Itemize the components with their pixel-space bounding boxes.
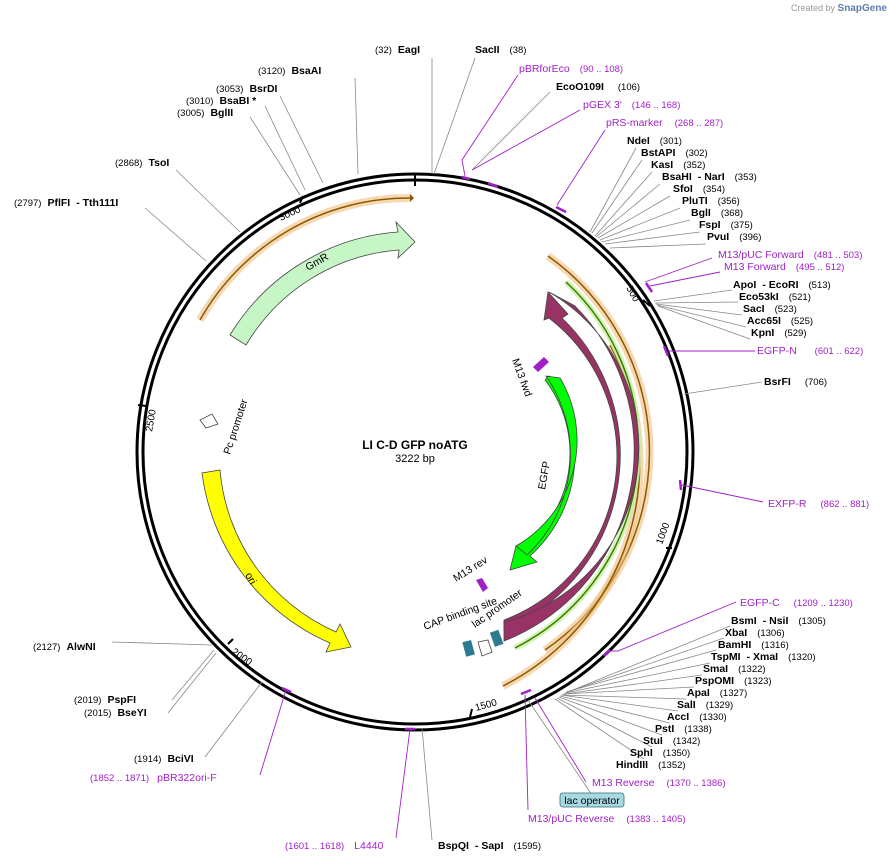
primer-m13-reverse: M13 Reverse(1370 .. 1386)	[592, 777, 726, 789]
site-pluti: PluTI(356)	[682, 195, 740, 207]
site-psti: PstI(1338)	[655, 723, 712, 735]
site-sacii: SacII(38)	[475, 44, 526, 56]
site-acc65i: Acc65I(525)	[747, 315, 813, 327]
site-ndei: NdeI(301)	[627, 135, 682, 147]
m13-fwd-label: M13 fwd	[509, 357, 534, 399]
tick-2000: 2000	[227, 638, 254, 668]
primer-pbrforeco: pBRforEco(90 .. 108)	[519, 63, 623, 75]
snapgene-brand: Created by SnapGene	[790, 3, 887, 14]
site-bspqi-sapi: BspQI- SapI(1595)	[438, 840, 541, 852]
lac-operator-box	[489, 629, 504, 647]
site-tsoi: (2868)TsoI	[115, 157, 169, 169]
primer-leaders	[259, 74, 764, 839]
site-kpni: KpnI(529)	[751, 327, 807, 339]
site-sfoi: SfoI(354)	[673, 183, 725, 195]
primer-m13puc-forward: M13/pUC Forward(481 .. 503)	[718, 249, 862, 261]
lacza-label: lacZα	[617, 471, 633, 499]
leader-lines	[111, 57, 763, 841]
site-saci: SacI(523)	[743, 303, 797, 315]
orange-arc-top-line	[199, 197, 411, 321]
m13-fwd-arrow	[533, 357, 549, 372]
site-stui: StuI(1342)	[643, 735, 700, 747]
plasmid-size: 3222 bp	[395, 453, 435, 465]
ori-label: ori	[242, 571, 258, 587]
primer-egfp-n: EGFP-N(601 .. 622)	[757, 345, 863, 357]
site-pspomi: PspOMI(1323)	[695, 675, 772, 687]
ori-feature	[201, 469, 352, 653]
site-bglii: (3005)BglII	[177, 107, 233, 119]
primer-l4440: (1601 .. 1618)L4440	[285, 840, 384, 852]
svg-text:2500: 2500	[144, 408, 159, 432]
site-apai: ApaI(1327)	[687, 687, 747, 699]
gmr-feature	[229, 220, 416, 346]
site-eagi: (32)EagI	[375, 44, 420, 56]
primer-pbr322ori-f: (1852 .. 1871)pBR322ori-F	[90, 772, 217, 784]
lac-operator-badge	[559, 792, 625, 808]
svg-text:1000: 1000	[654, 521, 672, 546]
lacza-feature	[503, 291, 621, 631]
site-bsabi: (3010)BsaBI *	[186, 95, 257, 107]
primer-m13puc-reverse: M13/pUC Reverse(1383 .. 1405)	[528, 813, 686, 825]
site-bsmi-nsii: BsmI- NsiI(1305)	[731, 615, 826, 627]
site-bcivi: (1914)BciVI	[134, 753, 194, 765]
orange-arc-top	[196, 193, 411, 322]
svg-text:2000: 2000	[229, 646, 254, 668]
site-pflfi-tth111i: (2797)PflFI- Tth111I	[14, 197, 118, 209]
site-bgli: BglI(368)	[691, 207, 743, 219]
pc-promoter-label: Pc promoter	[221, 397, 250, 456]
site-bamhi: BamHI(1316)	[718, 639, 789, 651]
site-pvui: PvuI(396)	[707, 231, 761, 243]
site-eco53ki: Eco53kI(521)	[739, 291, 811, 303]
site-bsrfi: BsrFI(706)	[764, 376, 827, 388]
tick-2500: 2500	[137, 404, 159, 433]
m13-rev-arrow	[476, 578, 488, 592]
primer-pgex3: pGEX 3'(146 .. 168)	[583, 99, 680, 111]
site-pspfi: (2019)PspFI	[74, 694, 136, 706]
site-acci: AccI(1330)	[667, 711, 727, 723]
m13-rev-label: M13 rev	[451, 554, 490, 585]
backbone-outer	[135, 172, 695, 732]
site-tspmi-xmai: TspMI- XmaI(1320)	[711, 651, 816, 663]
egfp-feature-body	[515, 375, 578, 556]
plasmid-name: LI C-D GFP noATG	[362, 438, 468, 452]
site-kasi: KasI(352)	[651, 159, 705, 171]
site-ecoo109i: EcoO109I(106)	[556, 81, 640, 93]
site-fspi: FspI(375)	[699, 219, 753, 231]
lacza-feature-body	[503, 291, 640, 642]
egfp-label: EGFP	[536, 460, 553, 490]
site-hindiii: HindIII(1352)	[616, 759, 686, 771]
site-xbai: XbaI(1306)	[725, 627, 785, 639]
site-smai: SmaI(1322)	[703, 663, 766, 675]
orange-arc-top-head	[410, 194, 414, 202]
primer-exfp-r: EXFP-R(862 .. 881)	[768, 498, 869, 510]
lac-operator-label: lac operator	[564, 795, 620, 807]
lac-promoter-icon	[477, 639, 493, 657]
site-bsahi-nari: BsaHI- NarI(353)	[662, 171, 757, 183]
cap-site-box	[462, 639, 475, 657]
primer-m13-forward: M13 Forward(495 .. 512)	[724, 261, 844, 273]
primer-prs-marker: pRS-marker(268 .. 287)	[606, 117, 723, 129]
site-bstapi: BstAPI(302)	[641, 147, 708, 159]
site-bsaai: (3120)BsaAI	[258, 65, 321, 77]
site-sali: SalI(1329)	[677, 699, 733, 711]
primer-egfp-c: EGFP-C(1209 .. 1230)	[740, 597, 853, 609]
site-apoi-ecori: ApoI- EcoRI(513)	[733, 279, 831, 291]
pc-promoter-icon	[199, 413, 219, 429]
site-bseyi: (2015)BseYI	[84, 707, 147, 719]
site-bsrdi: (3053)BsrDI	[216, 83, 278, 95]
site-sphi: SphI(1350)	[630, 747, 690, 759]
site-alwni: (2127)AlwNI	[33, 641, 96, 653]
